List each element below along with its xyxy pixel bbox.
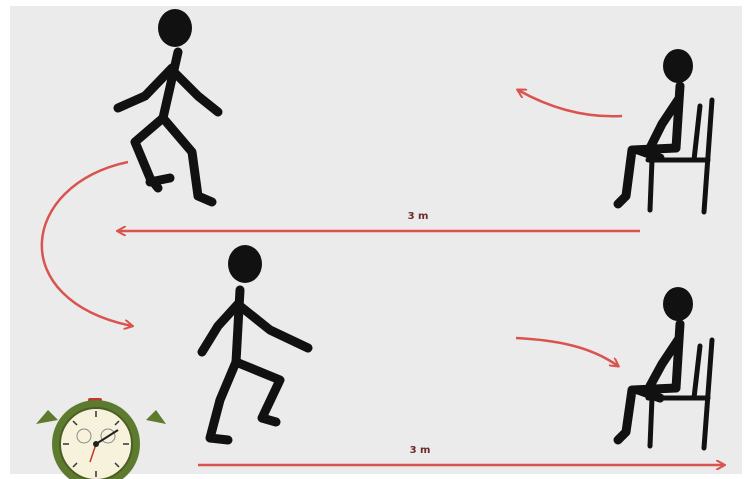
- head-icon: [158, 9, 192, 47]
- sitting-figure-top: [618, 49, 693, 204]
- head-icon: [663, 49, 693, 83]
- head-icon: [228, 245, 262, 283]
- top-distance-label: 3 m: [408, 211, 429, 222]
- arrow-icon: [42, 162, 132, 326]
- walking-figure-top: [118, 9, 218, 202]
- arrow-icon: [518, 90, 622, 116]
- head-icon: [663, 287, 693, 321]
- stopwatch-icon: [36, 398, 166, 479]
- arrow-icon: [516, 338, 618, 366]
- bottom-distance-label: 3 m: [410, 445, 431, 456]
- walking-figure-bottom: [202, 245, 308, 440]
- sitting-figure-bottom: [618, 287, 693, 440]
